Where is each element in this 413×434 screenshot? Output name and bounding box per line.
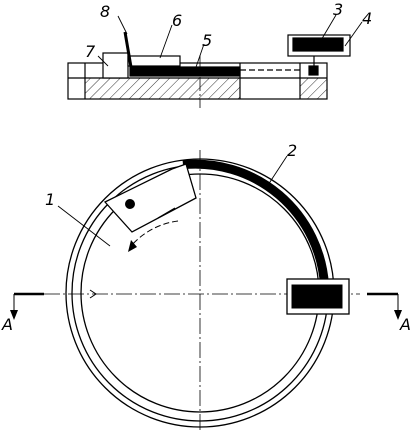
label-8: 8: [100, 2, 110, 21]
rotation-arc: [130, 220, 179, 247]
label-7: 7: [85, 42, 96, 61]
label-2: 2: [287, 141, 297, 160]
part-5-strip: [129, 66, 241, 77]
part-1-carriage: [103, 163, 197, 233]
label-5: 5: [202, 31, 212, 50]
leader-4: [344, 21, 363, 47]
part-7-block: [102, 52, 129, 79]
section-view: [67, 14, 363, 108]
carriage-slot: [157, 207, 176, 219]
label-3: 3: [333, 0, 343, 19]
part-8-rod: [123, 31, 133, 68]
plan-view: [10, 150, 402, 432]
part-3-plan-element: [291, 284, 343, 309]
label-1: 1: [45, 190, 55, 209]
label-4: 4: [362, 9, 372, 28]
part-3-terminal: [308, 65, 319, 76]
base-hatch-right: [300, 78, 327, 99]
label-6: 6: [172, 11, 182, 30]
leader-3: [319, 14, 337, 43]
leader-5: [194, 43, 205, 71]
part-6-plate: [127, 55, 181, 67]
label-section-left: A: [1, 315, 13, 334]
part-2-strip: [182, 159, 329, 286]
section-arrow-right: [394, 310, 402, 320]
section-arrow-left: [10, 310, 18, 320]
leader-8: [117, 15, 128, 35]
carriage-pivot: [125, 199, 135, 209]
leader-7: [97, 55, 109, 67]
part-3-element: [292, 37, 344, 52]
base-hatch-left: [85, 78, 240, 99]
leader-1: [57, 205, 111, 247]
label-section-right: A: [399, 315, 411, 334]
part-labels: 8 6 5 7 3 4 2 1 A A: [1, 0, 411, 334]
rotation-arrow: [128, 240, 137, 252]
leader-6: [159, 24, 173, 59]
leader-2: [267, 155, 288, 186]
ring-marker: [89, 289, 97, 299]
